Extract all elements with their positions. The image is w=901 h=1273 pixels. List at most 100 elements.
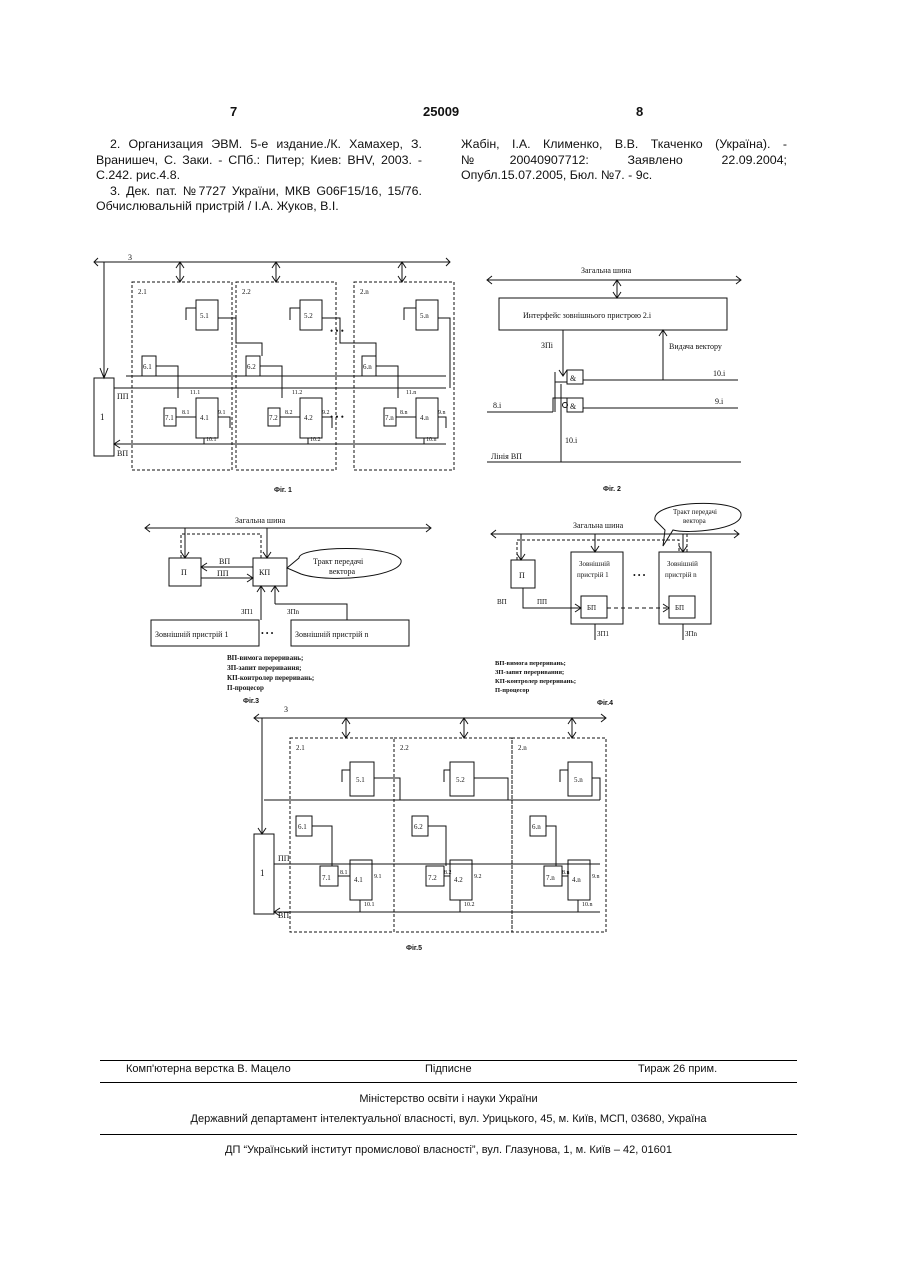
fig5-block-7-1: 7.1 <box>322 874 331 882</box>
fig1-line-11-1: 11.1 <box>190 390 200 396</box>
fig4-zp1: ЗП1 <box>597 630 610 638</box>
footer-typeset: Комп'ютерна верстка В. Мацело <box>126 1063 291 1075</box>
fig3-vp-label: ВП <box>219 557 230 566</box>
footer-rule-top <box>100 1060 797 1061</box>
fig1-dots-top: • • • <box>330 326 344 336</box>
fig3-zp1: ЗП1 <box>241 608 254 616</box>
fig1-group-n: 2.n <box>360 288 369 296</box>
fig5-line-8-1: 8.1 <box>340 870 348 876</box>
fig4-callout-line2: вектора <box>683 517 707 525</box>
footer-copies: Тираж 26 прим. <box>638 1063 717 1075</box>
footer-department: Державний департамент інтелектуальної вл… <box>100 1113 797 1125</box>
page-number-right: 8 <box>636 104 643 119</box>
fig5-block-6-1: 6.1 <box>298 823 307 831</box>
fig4-device-1-line1: Зовнішній <box>579 560 610 568</box>
figure-4: Загальна шина Тракт передачі вектора П В… <box>487 500 749 708</box>
fig2-line-10: 10.i <box>713 369 726 378</box>
fig3-callout-line2: вектора <box>329 567 355 576</box>
figure-2: Загальна шина Интерфейс зовнішнього прис… <box>483 262 748 494</box>
fig4-vp-label: ВП <box>497 598 507 606</box>
fig1-line-8-1: 8.1 <box>182 410 190 416</box>
fig2-caption: Фіг. 2 <box>603 485 621 493</box>
fig5-group-2: 2.2 <box>400 744 409 752</box>
fig5-block-7-2: 7.2 <box>428 874 437 882</box>
fig2-and-gate-1: & <box>570 374 577 383</box>
fig1-pp-label: ПП <box>117 392 129 401</box>
fig1-line-9-n: 9.n <box>438 410 446 416</box>
fig4-legend-2: ЗП-запит переривання; <box>495 669 564 676</box>
references-left-column: 2. Организация ЭВМ. 5-е издание./К. Хама… <box>96 137 422 215</box>
fig5-block-7-n: 7.n <box>546 874 555 882</box>
fig3-dots: • • • <box>261 629 274 638</box>
fig5-block-6-n: 6.n <box>532 823 541 831</box>
fig1-block-6-n: 6.n <box>363 363 372 371</box>
fig1-line-9-2: 9.2 <box>322 410 330 416</box>
fig2-line-10-bottom: 10.i <box>565 436 578 445</box>
fig1-block-5-1: 5.1 <box>200 312 209 320</box>
fig5-line-9-2: 9.2 <box>474 874 482 880</box>
fig4-callout-line1: Тракт передачі <box>673 508 717 516</box>
fig5-block-5-1: 5.1 <box>356 776 365 784</box>
fig1-caption: Фіг. 1 <box>274 486 292 494</box>
fig5-line-9-n: 9.n <box>592 874 600 880</box>
fig3-legend-2: ЗП-запит переривання; <box>227 664 301 672</box>
references-right-column: Жабін, І.А. Клименко, В.В. Ткаченко (Укр… <box>461 137 787 184</box>
fig4-bus-label: Загальна шина <box>573 521 624 530</box>
fig5-caption: Фіг.5 <box>406 944 422 952</box>
reference-2: 2. Организация ЭВМ. 5-е издание./К. Хама… <box>96 137 422 184</box>
fig3-bus-label: Загальна шина <box>235 516 286 525</box>
fig3-pp-label: ПП <box>217 569 229 578</box>
fig3-legend-3: КП-контролер переривань; <box>227 674 314 682</box>
fig1-block-6-2: 6.2 <box>247 363 256 371</box>
fig5-line-8-2: 8.2 <box>444 870 452 876</box>
fig1-line-9-1: 9.1 <box>218 410 226 416</box>
fig5-line-10-2: 10.2 <box>464 902 475 908</box>
footer-rule-middle <box>100 1082 797 1083</box>
fig4-legend-1: ВП-вимога переривань; <box>495 660 566 667</box>
fig5-block-4-1: 4.1 <box>354 876 363 884</box>
fig1-cpu-label: 1 <box>100 412 105 422</box>
fig4-device-n-line1: Зовнішній <box>667 560 698 568</box>
fig2-line-9: 9.i <box>715 397 724 406</box>
fig1-block-7-n: 7.n <box>385 414 394 422</box>
fig5-line-10-n: 10.n <box>582 902 593 908</box>
page-number-left: 7 <box>230 104 237 119</box>
patent-number: 25009 <box>423 104 459 119</box>
fig2-vector-label: Видача вектору <box>669 342 722 351</box>
fig4-device-n-line2: пристрій n <box>665 571 697 579</box>
fig1-vp-label: ВП <box>117 449 128 458</box>
fig3-device-n: Зовнішній пристрій n <box>295 630 368 639</box>
fig5-block-4-n: 4.n <box>572 876 581 884</box>
fig4-bp-1: БП <box>587 604 596 612</box>
fig4-device-1-line2: пристрій 1 <box>577 571 609 579</box>
fig5-line-8-n: 8.n <box>562 870 570 876</box>
fig4-legend-3: КП-контролер переривань; <box>495 678 576 685</box>
fig1-dots-bottom: • • • <box>330 412 344 422</box>
fig2-and-gate-2: & <box>570 402 577 411</box>
fig1-block-5-2: 5.2 <box>304 312 313 320</box>
fig1-group-1: 2.1 <box>138 288 147 296</box>
fig4-bp-n: БП <box>675 604 684 612</box>
fig2-bus-label: Загальна шина <box>581 266 632 275</box>
fig4-zpn: ЗПn <box>685 630 698 638</box>
footer-imprint-row: Комп'ютерна верстка В. Мацело Підписне Т… <box>100 1063 797 1077</box>
fig1-line-11-2: 11.2 <box>292 390 302 396</box>
figure-5: 3 1 ПП ВП 2.1 5.1 6.1 7.1 4.1 8.1 9.1 10… <box>250 704 612 956</box>
fig5-block-5-2: 5.2 <box>456 776 465 784</box>
fig2-line-8: 8.i <box>493 401 502 410</box>
reference-3: 3. Дек. пат. №7727 України, МКВ G06F15/1… <box>96 184 422 215</box>
fig5-pp-label: ПП <box>278 854 290 863</box>
fig3-device-1: Зовнішній пристрій 1 <box>155 630 228 639</box>
fig3-legend-1: ВП-вимога переривань; <box>227 654 303 662</box>
fig5-group-1: 2.1 <box>296 744 305 752</box>
fig1-block-5-n: 5.n <box>420 312 429 320</box>
fig4-legend-4: П-процесор <box>495 687 530 694</box>
fig1-line-10-2: 10.2 <box>310 437 321 443</box>
fig1-block-6-1: 6.1 <box>143 363 152 371</box>
fig5-block-4-2: 4.2 <box>454 876 463 884</box>
fig1-block-4-2: 4.2 <box>304 414 313 422</box>
fig2-vp-line: Лінія ВП <box>491 452 522 461</box>
fig1-group-2: 2.2 <box>242 288 251 296</box>
fig3-legend-4: П-процесор <box>227 684 264 692</box>
fig1-line-11-n: 11.n <box>406 390 416 396</box>
